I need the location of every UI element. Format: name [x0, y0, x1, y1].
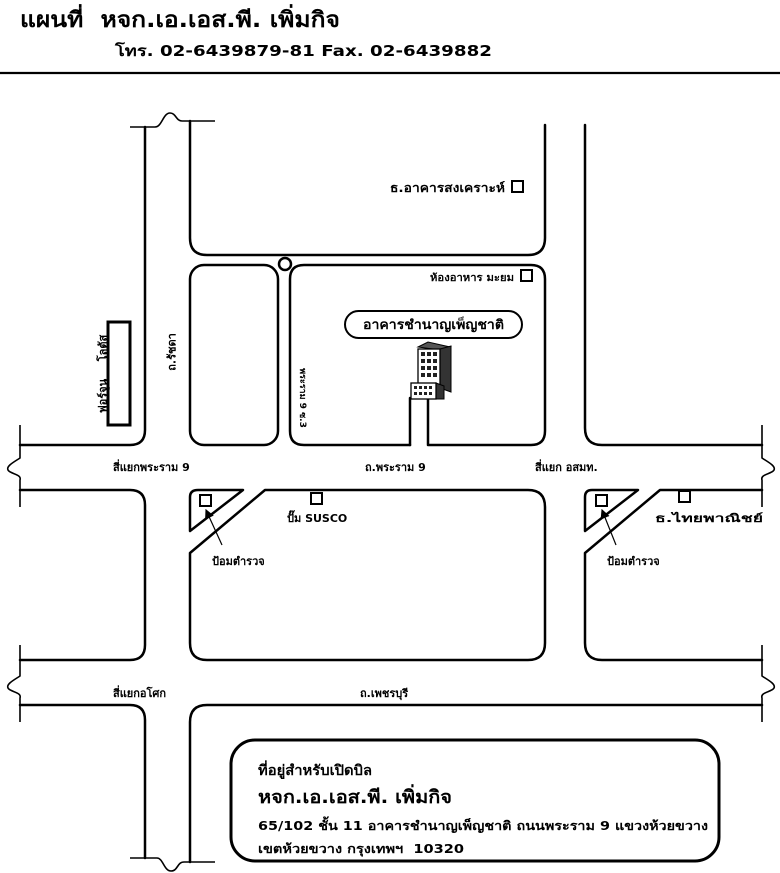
road-break-left-phetchaburi: [6, 645, 21, 722]
roundabout-icon: [277, 256, 293, 272]
building-base: [410, 382, 437, 400]
susco-square-marker-icon: [310, 492, 323, 505]
block-office: [288, 263, 547, 447]
building-window: [421, 359, 425, 363]
lotus-label: โลตัส: [96, 334, 110, 362]
fortune-label: ฟอร์จูน: [97, 378, 111, 413]
building-window: [427, 359, 431, 363]
traffic-island-right: [583, 488, 640, 533]
rama9-junction-label: สี่แยกพระราม 9: [113, 459, 190, 474]
lotus-fortune-building: [106, 320, 132, 427]
road-break-right-phetchaburi: [761, 645, 776, 722]
police-box-right-label: ป้อมตำรวจ: [607, 555, 660, 568]
block-southeast: [583, 488, 764, 662]
phetchaburi-road-label: ถ.เพชรบุรี: [360, 687, 408, 701]
address-line-1: 65/102 ชั้น 11 อาคารชำนาญเพ็ญชาติ ถนนพระ…: [258, 816, 708, 833]
restaurant-label: ห้องอาหาร มะยม: [430, 272, 514, 284]
road-edge-southeast: [188, 703, 764, 864]
contact-numbers: โทร. 02-6439879-81 Fax. 02-6439882: [114, 41, 492, 60]
building-base-side: [435, 382, 445, 400]
block-susco: [188, 488, 547, 662]
address-line-2: เขตห้วยขวาง กรุงเทพฯ 10320: [258, 841, 464, 857]
building-window: [427, 373, 431, 377]
building-window: [433, 352, 437, 356]
rama9-road-label: ถ.พระราม 9: [365, 461, 426, 474]
police-box-left-square-marker-icon: [199, 494, 212, 507]
billing-address-box: ที่อยู่สำหรับเปิดบิล หจก.เอ.เอส.พี. เพิ่…: [229, 738, 721, 863]
building-window: [414, 392, 417, 395]
block-north: [188, 119, 547, 257]
building-window: [433, 359, 437, 363]
header: แผนที่ หจก.เอ.เอส.พี. เพิ่มกิจ โทร. 02-6…: [0, 3, 780, 75]
building-window: [427, 352, 431, 356]
building-window: [433, 366, 437, 370]
police-box-left-label: ป้อมตำรวจ: [212, 555, 265, 568]
road-edge-northwest: [18, 125, 147, 447]
building-window: [419, 386, 422, 389]
page-title: แผนที่ หจก.เอ.เอส.พี. เพิ่มกิจ: [20, 3, 340, 33]
road-edge-northeast: [583, 123, 764, 447]
road-labels: ถ.รัชดา พระราม 9 ซ.3 สี่แยกพระราม 9 ถ.พร…: [113, 333, 598, 701]
susco-label: ปั๊ม SUSCO: [287, 510, 347, 525]
building-window: [424, 386, 427, 389]
police-box-right-arrow-icon: [600, 508, 617, 546]
road-break-left-rama9: [6, 425, 21, 507]
police-box-right-square-marker-icon: [595, 494, 608, 507]
bank-scb-label: ธ.ไทยพาณิชย์: [655, 511, 763, 525]
block-west-of-soi: [188, 263, 280, 447]
building-window: [424, 392, 427, 395]
road-break-bottom: [130, 857, 215, 872]
building-window: [429, 392, 432, 395]
asok-junction-label: สี่แยกอโศก: [113, 685, 167, 700]
bank-ghb-label: ธ.อาคารสงเคราะห์: [390, 181, 505, 195]
traffic-island-left: [188, 488, 245, 533]
restaurant-square-marker-icon: [520, 269, 533, 282]
ratchada-road-label: ถ.รัชดา: [166, 333, 179, 371]
soi-label: พระราม 9 ซ.3: [297, 368, 307, 428]
bank-ghb-square-marker-icon: [511, 180, 524, 193]
building-icon: [410, 341, 452, 400]
building-window: [414, 386, 417, 389]
building-window: [421, 373, 425, 377]
building-window: [419, 392, 422, 395]
block-southwest: [18, 488, 147, 662]
building-window: [429, 386, 432, 389]
police-box-left-arrow-icon: [205, 508, 223, 546]
building-window: [421, 352, 425, 356]
landmarks: ธ.อาคารสงเคราะห์ ห้องอาหาร มะยม อาคารชำน…: [96, 180, 763, 568]
address-box-frame: [229, 738, 721, 863]
road-edge-southwest: [18, 703, 147, 860]
office-building-label: อาคารชำนาญเพ็ญชาติ: [363, 315, 504, 333]
building-window: [427, 366, 431, 370]
building-window: [421, 366, 425, 370]
building-window: [433, 373, 437, 377]
road-break-right-rama9: [761, 425, 776, 507]
address-company: หจก.เอ.เอส.พี. เพิ่มกิจ: [258, 784, 452, 808]
bank-scb-square-marker-icon: [678, 490, 691, 503]
road-network: [6, 112, 776, 872]
address-heading: ที่อยู่สำหรับเปิดบิล: [258, 760, 372, 779]
road-break-top: [130, 112, 215, 128]
mcot-junction-label: สี่แยก อสมท.: [535, 459, 598, 474]
office-building-oval: [344, 310, 523, 339]
